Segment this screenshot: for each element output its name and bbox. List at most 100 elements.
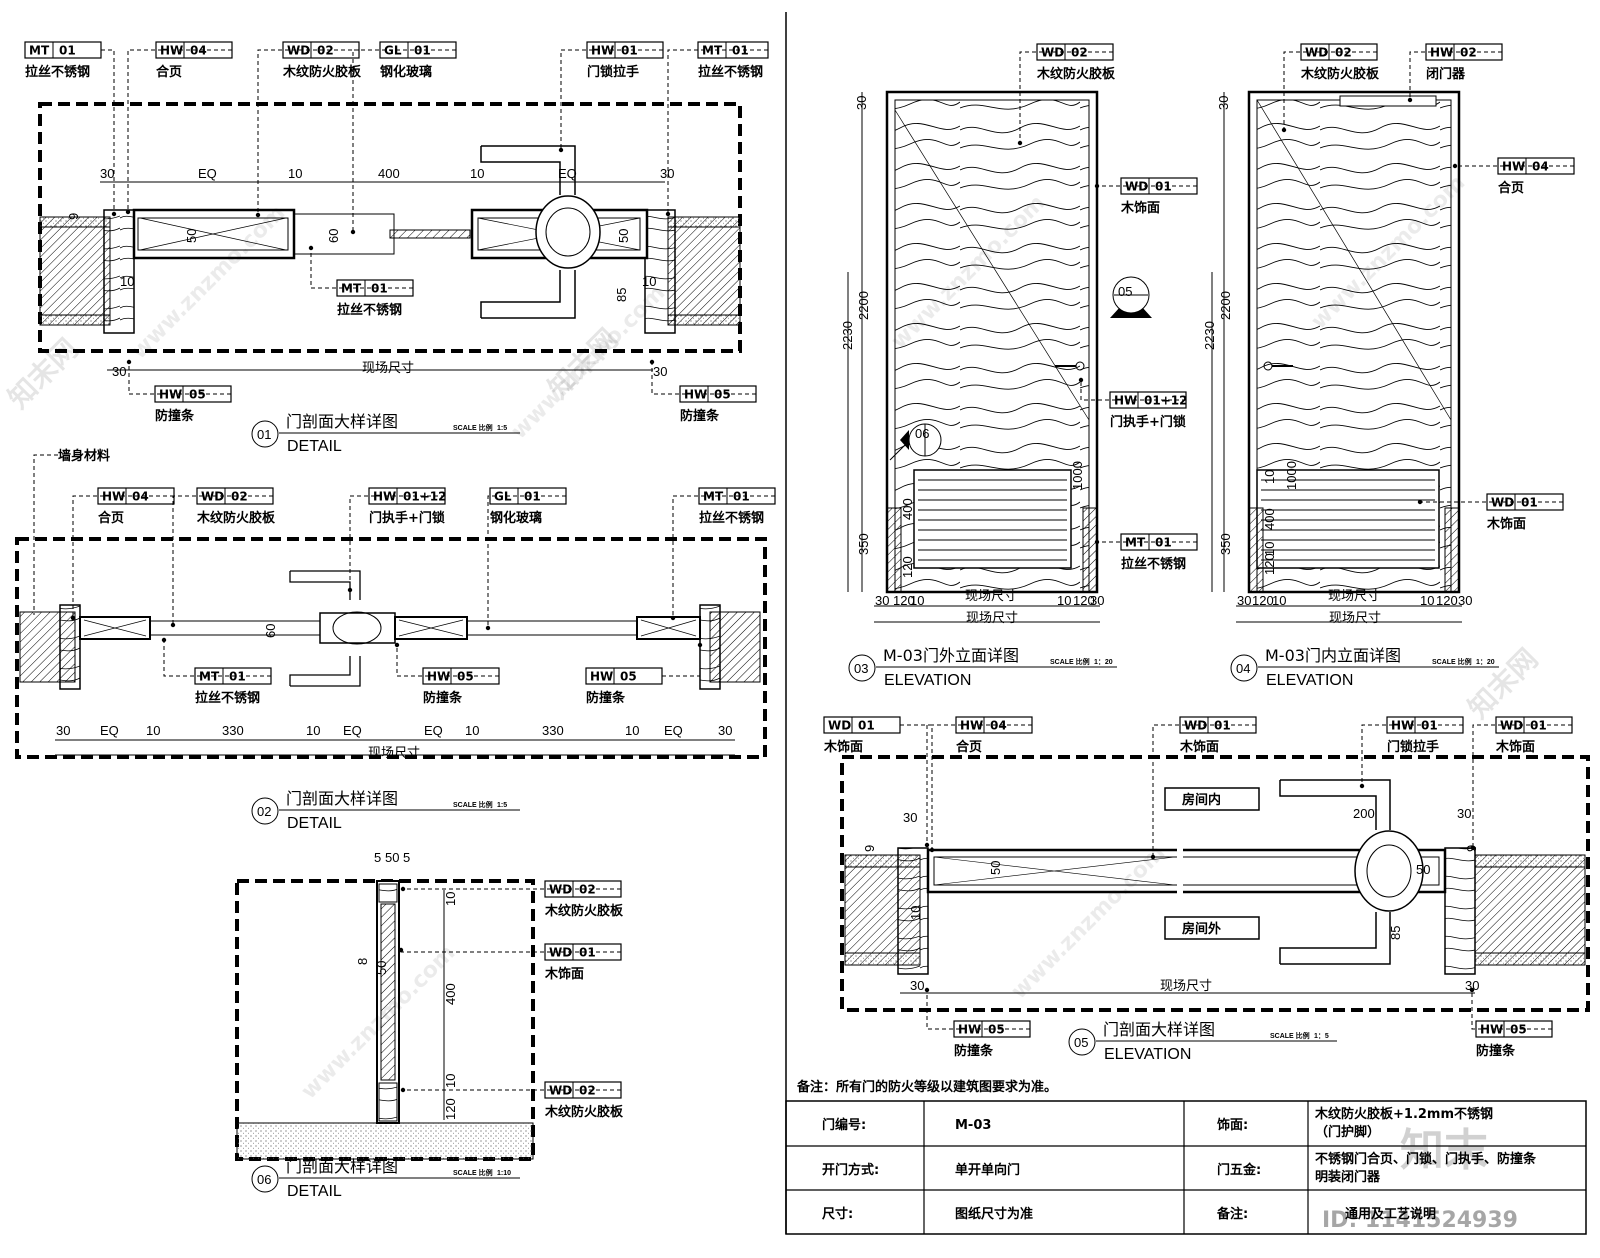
elevation-04 [1211, 90, 1462, 623]
d01-tag-mt01-dot [111, 211, 117, 217]
d01-tag-mt01c-dot [308, 245, 314, 251]
d02-tag-hw04-label: 合页 [98, 510, 124, 526]
e03-tag-mt01-dot [1094, 539, 1100, 545]
d01-tag-hw04-code: HW [160, 44, 183, 58]
d05-dim-85: 85 [1388, 926, 1403, 940]
d01-dim-v60: 60 [326, 229, 341, 243]
d06-tag-wd01-label: 木饰面 [544, 966, 584, 982]
d02-tag-mt01-code: MT [703, 490, 724, 504]
d05-tag-hw05b-leader [1471, 990, 1552, 1030]
e04-dim-b1: 120 [1252, 593, 1274, 608]
d02-dim-12: 现场尺寸 [368, 745, 420, 760]
d05-tag-hw04-num: 04 [990, 719, 1007, 733]
table-r1-value2a: 木纹防火胶板+1.2mm不锈钢 [1314, 1106, 1493, 1122]
e03-dim-b0: 30 [875, 593, 889, 608]
d05-tag-hw05b-label: 防撞条 [1476, 1043, 1516, 1059]
e03-dim-b5: 30 [1090, 593, 1104, 608]
d02-tag-mt01b-leader [163, 640, 271, 677]
title-06-bubble [251, 1165, 279, 1193]
d01-tag-hw01-label: 门锁拉手 [587, 64, 639, 80]
d06-dim-50: 50 [374, 961, 389, 975]
d02-dim-0: 30 [56, 723, 70, 738]
d01-tag-hw05-code: HW [159, 388, 182, 402]
d01-tag-wd02-num: 02 [317, 44, 334, 58]
d02-tag-hw05-dot [394, 642, 400, 648]
d01-dim-0: 30 [100, 166, 114, 181]
title-04-bubble [1230, 654, 1258, 682]
e03-tag-wd01-label: 木饰面 [1120, 200, 1160, 216]
d02-tag-gl01-dot [485, 625, 491, 631]
d01-tag-hw04-dot [125, 209, 131, 215]
table-r2-value2b: 明装闭门器 [1315, 1169, 1381, 1185]
title-04-cn: M-03门内立面详图 [1265, 646, 1401, 665]
d02-tag-wd02-dot [170, 622, 176, 628]
d05-dim-9b: 9 [1464, 845, 1479, 852]
d01-tag-hw04-leader [127, 49, 232, 212]
e03-dim-b4: 120 [1073, 593, 1095, 608]
d01-tag-gl01-num: 01 [414, 44, 431, 58]
e04-tag-wd01-label: 木饰面 [1486, 516, 1526, 532]
d05-dim-3: 50 [1416, 862, 1430, 877]
d02-tag-gl01-leader [487, 495, 566, 628]
title-06-en: DETAIL [287, 1183, 342, 1200]
watermark-logo: 知末 [1400, 1125, 1488, 1176]
e04-tag-wd02-leader [1283, 51, 1377, 130]
e03-callout-06: 06 [915, 426, 929, 441]
d02-dim-11: 30 [718, 723, 732, 738]
watermark-brand-1: 知末网 [2, 332, 85, 415]
d05-tag-hw04-leader [926, 724, 1032, 845]
d01-tag-mt01b-code: MT [702, 44, 723, 58]
d01-tag-hw05b-num: 05 [714, 388, 731, 402]
d02-tag-hw04-leader [72, 495, 174, 618]
watermark-brand-2: 知末网 [542, 322, 625, 405]
d02-dim-2: 10 [146, 723, 160, 738]
d05-dim-1: 200 [1353, 806, 1375, 821]
d02-dim-5: EQ [343, 723, 362, 738]
d02-tag-hw05b-leader [662, 645, 701, 677]
d06-tag-wd01-num: 01 [579, 946, 596, 960]
d01-dim-2: 10 [288, 166, 302, 181]
title-06-cn: 门剖面大样详图 [286, 1157, 398, 1176]
d06-dim-10b: 10 [443, 1074, 458, 1088]
general-note: 备注：所有门的防火等级以建筑图要求为准。 [796, 1079, 1057, 1095]
e03-tag-wd01-num: 01 [1155, 180, 1172, 194]
d02-tag-hw05-num: 05 [457, 670, 474, 684]
e04-tag-hw02-num: 02 [1460, 46, 1477, 60]
d05-tag-hw05-leader [926, 990, 1030, 1030]
d01-tag-mt01c-label: 拉丝不锈钢 [337, 302, 402, 318]
e03-tag-hw0112-label: 门执手+门锁 [1110, 414, 1186, 430]
table-r1-value2b: （门护脚） [1315, 1124, 1380, 1140]
d02-tag-mt01-num: 01 [733, 490, 750, 504]
d02-tag-mt01-label: 拉丝不锈钢 [699, 510, 764, 526]
d02-tag-hw0112-label: 门执手+门锁 [369, 510, 445, 526]
title-02-num: 02 [257, 804, 271, 819]
title-02-en: DETAIL [287, 815, 342, 832]
title-02-bubble [251, 797, 279, 825]
e03-tag-wd01-code: WD [1125, 180, 1148, 194]
e04-tag-hw02-code: HW [1430, 46, 1453, 60]
d01-dim-3: 400 [378, 166, 400, 181]
e04-tag-wd02-code: WD [1305, 46, 1328, 60]
e03-tag-wd01-dot [1094, 183, 1100, 189]
d06-tag-wd02-code: WD [549, 883, 572, 897]
e03-dim-2200: 2200 [856, 291, 871, 320]
d05-tag-wd01c-leader [1472, 724, 1572, 848]
d01-dim-6: 30 [660, 166, 674, 181]
e03-tag-hw0112-dot [1078, 377, 1084, 383]
e04-tag-wd02-dot [1281, 127, 1287, 133]
e03-tag-wd02-label: 木纹防火胶板 [1036, 66, 1116, 82]
d02-tag-hw05b-label: 防撞条 [586, 690, 626, 706]
e03-dim-400: 400 [900, 498, 915, 520]
d01-dim-5: EQ [558, 166, 577, 181]
spec-table [785, 1100, 1587, 1235]
d02-tag-hw05-label: 防撞条 [423, 690, 463, 706]
e03-tag-mt01-label: 拉丝不锈钢 [1121, 556, 1186, 572]
e04-tag-hw04-code: HW [1502, 160, 1525, 174]
d01-tag-hw05-label: 防撞条 [155, 408, 195, 424]
e04-tag-hw04-num: 04 [1532, 160, 1549, 174]
d01-tag-mt01-label: 拉丝不锈钢 [25, 64, 90, 80]
d02-tag-mt01b-code: MT [199, 670, 220, 684]
e04-tag-hw02-dot [1407, 97, 1413, 103]
d05-dim-30: 30 [910, 978, 924, 993]
